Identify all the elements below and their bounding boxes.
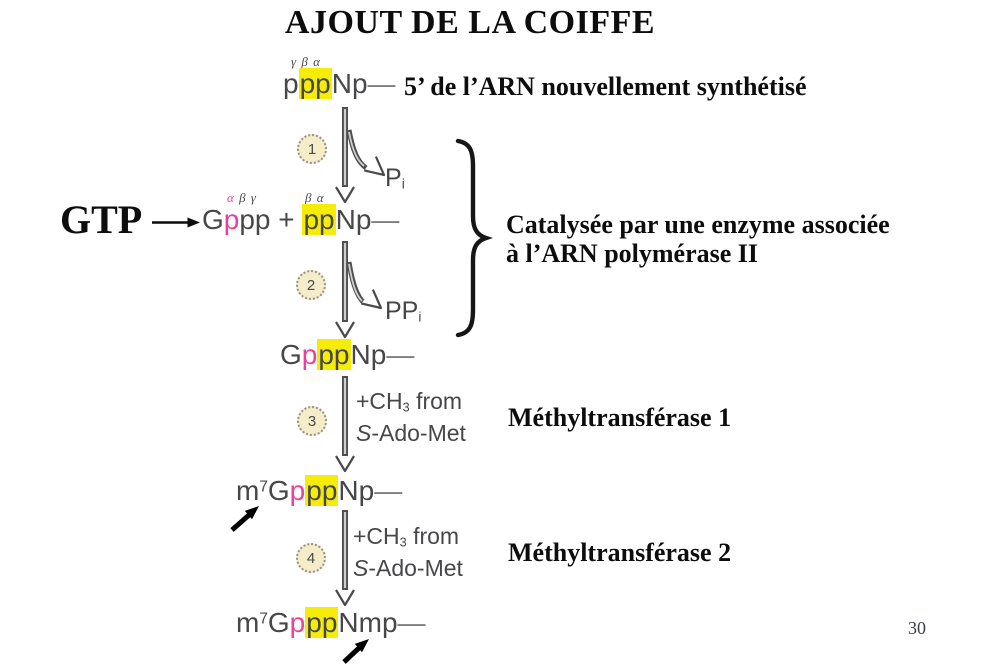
gtp-reaction-formula: Gppp + ppNp— [202, 204, 400, 235]
phosphate-byproduct: Pi [385, 164, 405, 192]
step-3-badge: 3 [297, 406, 327, 436]
reaction-arrow-4 [335, 510, 355, 607]
enzyme-note-line2: à l’ARN polymérase II [506, 239, 759, 268]
m7gpppnmp-formula: m7GpppNmp— [236, 607, 426, 638]
branch-arrow-ppi [346, 261, 383, 310]
alpha-beta-gamma-label: α β γ [227, 190, 257, 205]
sam-label-2: S-Ado-Met [353, 555, 463, 582]
rna-5prime-label: 5’ de l’ARN nouvellement synthétisé [404, 72, 807, 101]
page-number: 30 [908, 618, 926, 638]
branch-arrow-pi [346, 129, 386, 177]
step-1-badge: 1 [297, 134, 327, 164]
gtp-arrow [152, 217, 200, 228]
ch3-from-label-1: +CH3 from [356, 388, 463, 415]
enzyme-note-line1: Catalysée par une enzyme associée [506, 210, 890, 239]
sam-label-1: S-Ado-Met [356, 420, 466, 447]
gamma-beta-alpha-label: γ β α [291, 54, 321, 69]
methyl-donor-label-2: +CH3 from S-Ado-Met [353, 523, 463, 581]
cap-pointer-arrow-2 [342, 639, 369, 664]
beta-alpha-label: β α [305, 190, 325, 205]
gtp-label: GTP [60, 197, 143, 242]
reaction-arrow-3 [335, 376, 355, 473]
gpppnp-formula: GpppNp— [280, 339, 415, 370]
reaction-arrow-1 [335, 107, 355, 204]
step-2-badge: 2 [296, 270, 326, 300]
cap-pointer-arrow-1 [230, 506, 259, 532]
step-4-badge: 4 [296, 543, 326, 573]
methyltransferase-1-label: Méthyltransférase 1 [508, 403, 732, 432]
closing-brace [455, 138, 493, 338]
page-title: AJOUT DE LA COIFFE [284, 4, 656, 41]
methyl-donor-label-1: +CH3 from S-Ado-Met [356, 388, 466, 446]
m7gpppnp-formula: m7GpppNp— [236, 475, 403, 506]
enzyme-note: Catalysée par une enzyme associée à l’AR… [506, 210, 890, 268]
pyrophosphate-byproduct: PPi [385, 297, 422, 325]
ch3-from-label-2: +CH3 from [353, 523, 460, 550]
methyltransferase-2-label: Méthyltransférase 2 [508, 538, 732, 567]
reaction-arrow-2 [335, 241, 355, 339]
pppnp-formula: pppNp— [283, 68, 396, 99]
